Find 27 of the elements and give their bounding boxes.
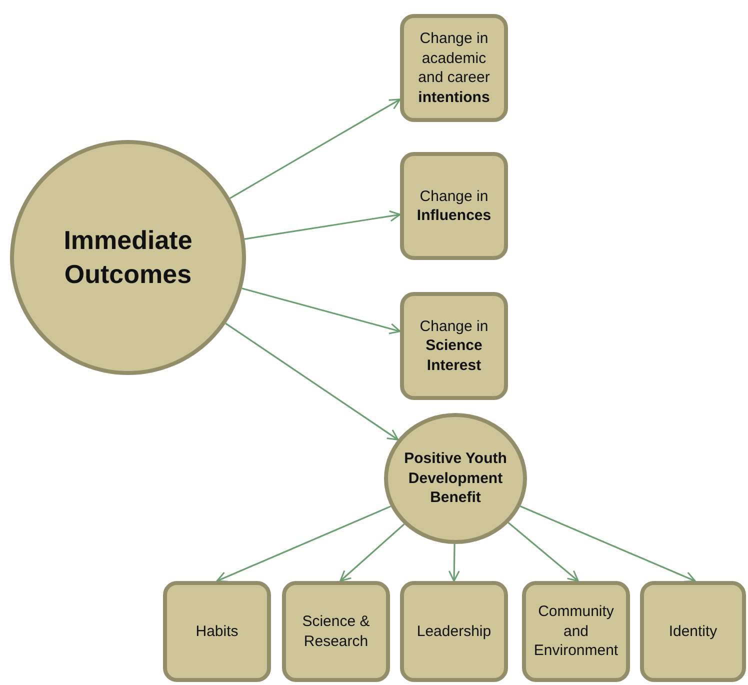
rounded-box bbox=[282, 581, 390, 682]
node-text: Habits bbox=[196, 622, 238, 642]
arrow bbox=[340, 524, 405, 582]
rounded-box bbox=[400, 152, 508, 260]
arrow bbox=[244, 210, 401, 240]
rounded-box bbox=[400, 292, 508, 400]
arrow bbox=[448, 544, 460, 582]
node-text: Identity bbox=[668, 622, 718, 642]
node-text: Science & Research bbox=[301, 612, 371, 651]
arrow bbox=[242, 288, 401, 334]
node-text: Positive Youth Development Benefit bbox=[403, 449, 508, 508]
node-text: Leadership bbox=[416, 622, 492, 642]
rounded-box bbox=[640, 581, 746, 682]
node-text: Change in Science Interest bbox=[418, 316, 490, 376]
node-text: Change in Influences bbox=[416, 186, 492, 226]
node-text: Immediate Outcomes bbox=[62, 224, 194, 290]
rounded-box bbox=[400, 581, 508, 682]
rounded-box bbox=[522, 581, 630, 682]
arrow bbox=[230, 98, 401, 199]
arrow bbox=[508, 522, 579, 582]
arrow bbox=[225, 322, 399, 440]
arrow bbox=[520, 505, 696, 582]
rounded-box bbox=[163, 581, 271, 682]
arrow bbox=[216, 506, 392, 582]
node-text: Change in academic and career intentions bbox=[417, 29, 491, 107]
rounded-box bbox=[400, 14, 508, 122]
node-text: Community and Environment bbox=[532, 602, 620, 661]
